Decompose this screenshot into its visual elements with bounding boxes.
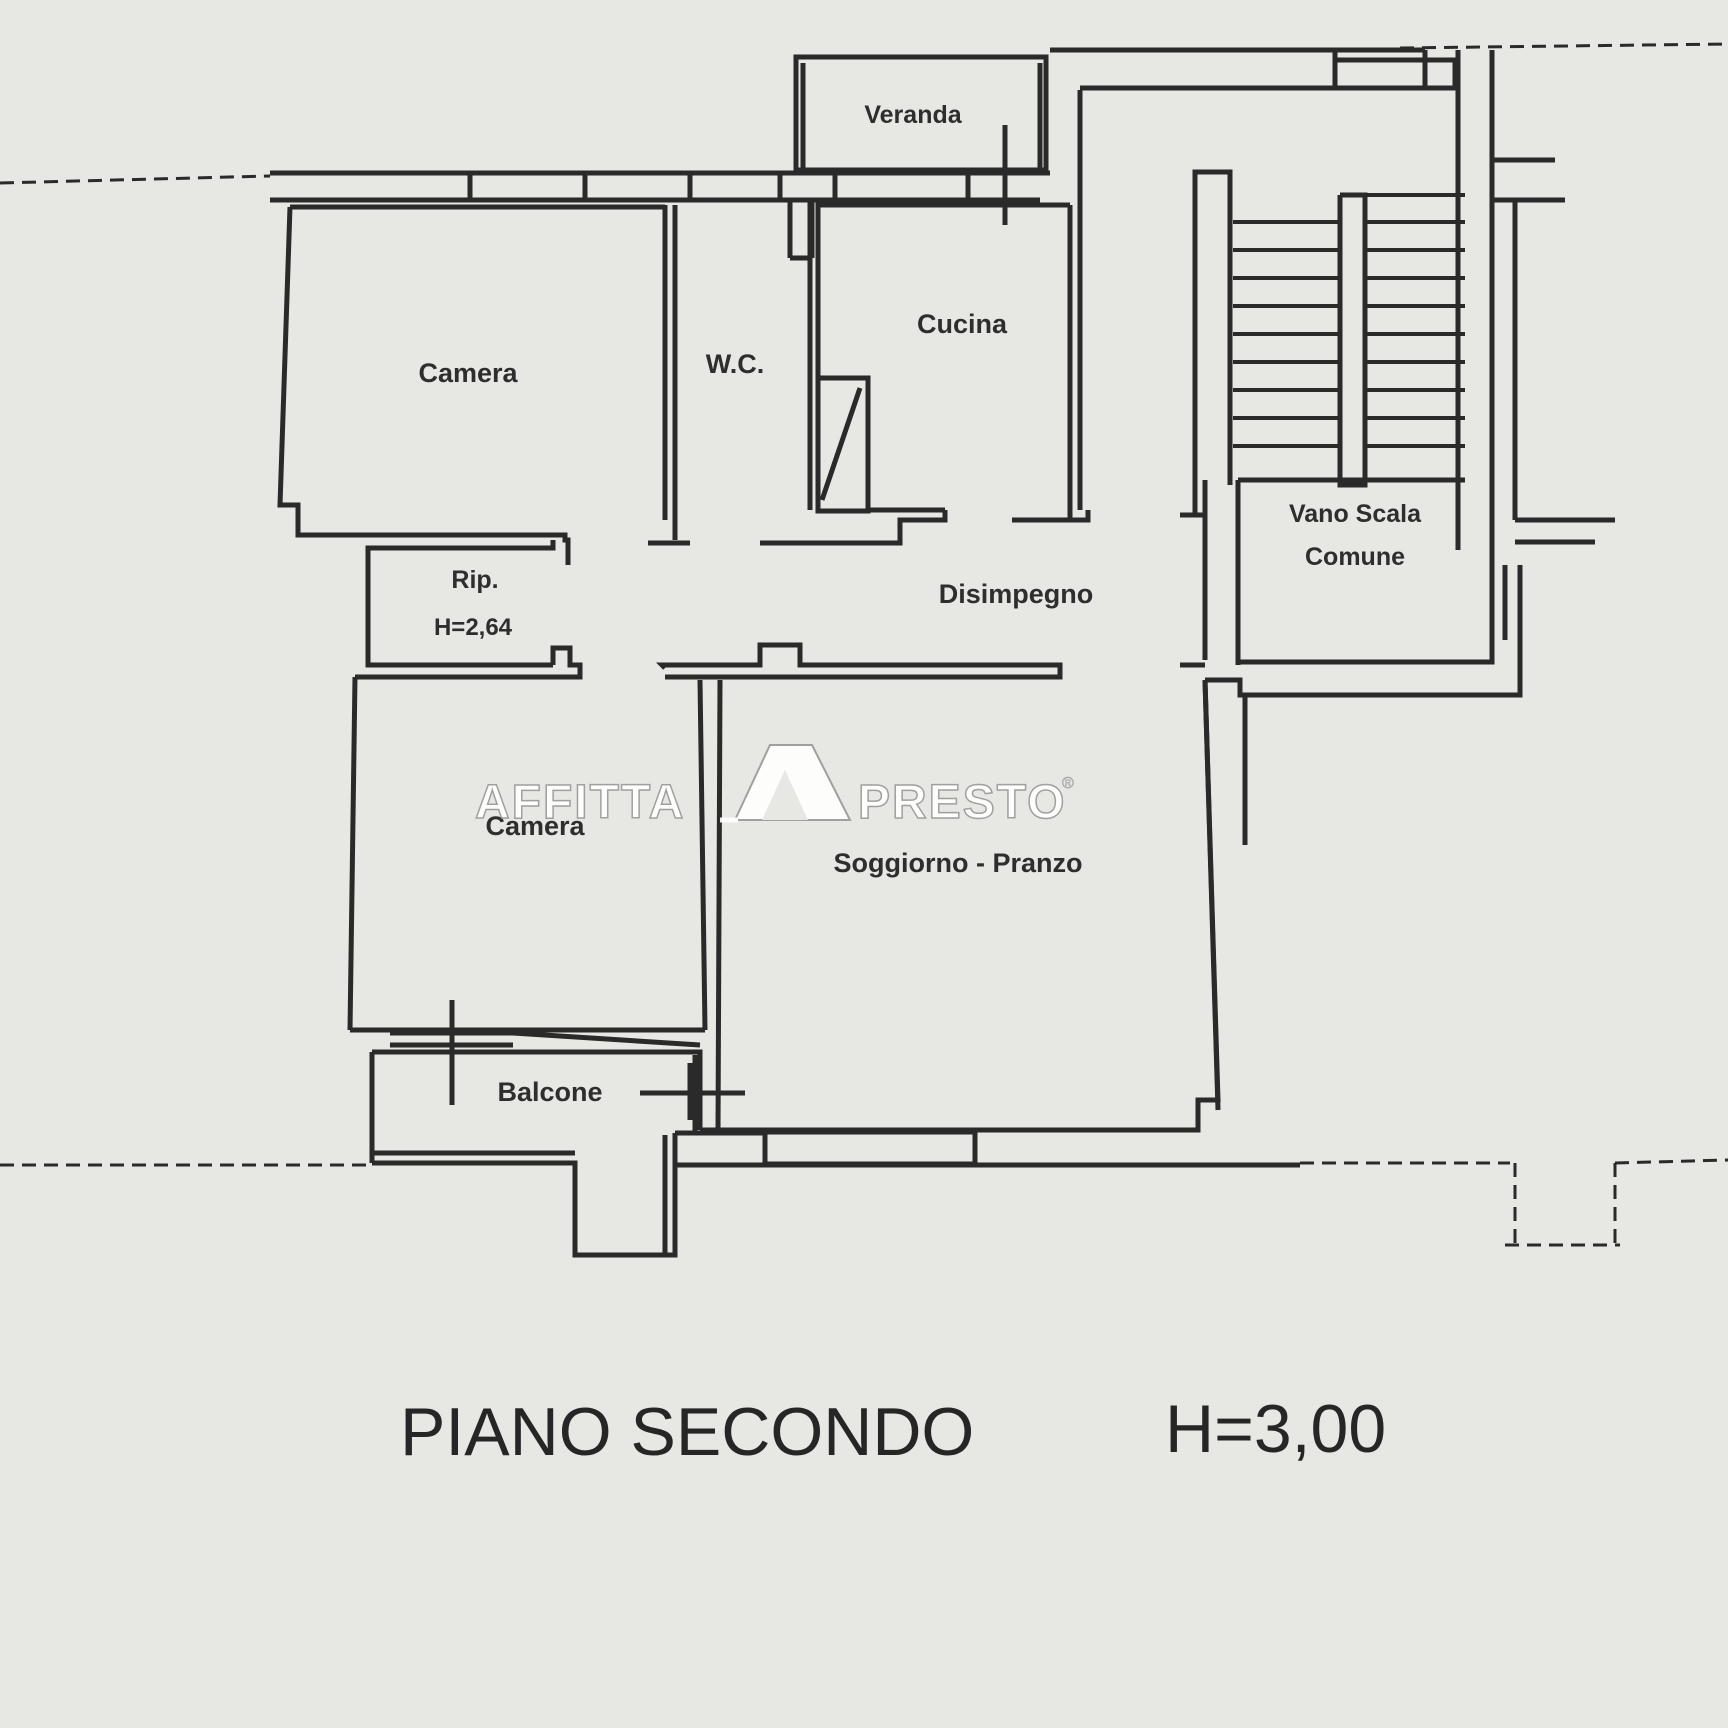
label-vano-scala-comune: Comune [1305, 543, 1405, 571]
label-wc: W.C. [706, 349, 765, 379]
label-balcone: Balcone [497, 1077, 602, 1107]
label-soggiorno-pranzo: Soggiorno - Pranzo [834, 848, 1083, 878]
label-veranda: Veranda [864, 101, 962, 129]
label-rip: Rip. [451, 566, 498, 594]
label-cucina: Cucina [917, 309, 1008, 339]
house-icon [720, 744, 852, 823]
label-vano-scala: Vano Scala [1289, 500, 1422, 528]
watermark-text-left: AFFITTA [475, 776, 685, 829]
walls [270, 47, 1615, 1258]
watermark-logo: AFFITTA PRESTO ® [474, 744, 1074, 830]
label-camera-top: Camera [418, 358, 518, 388]
property-boundary [0, 42, 1728, 1247]
watermark-text-right: PRESTO [858, 776, 1067, 829]
caption-height: H=3,00 [1165, 1391, 1386, 1467]
label-rip-height: H=2,64 [434, 614, 513, 641]
watermark-registered-mark: ® [1062, 775, 1074, 792]
label-camera-bottom: Camera [485, 811, 585, 841]
stair-treads [1233, 193, 1465, 448]
caption-floor: PIANO SECONDO [400, 1394, 974, 1470]
label-disimpegno: Disimpegno [939, 579, 1094, 609]
